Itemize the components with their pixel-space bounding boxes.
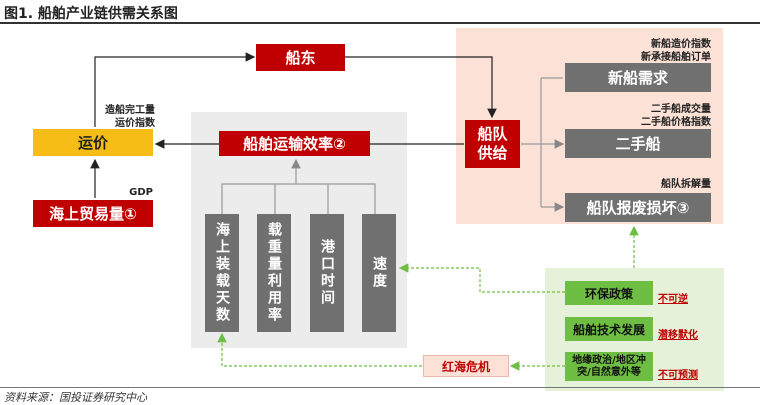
source-note: 资料来源：国投证券研究中心 xyxy=(4,391,147,404)
factor-port-time: 港口时间 xyxy=(310,214,344,332)
red-sea-crisis-box: 红海危机 xyxy=(423,355,509,377)
env-policy-box: 环保政策 xyxy=(565,281,653,305)
footer-rule xyxy=(0,387,760,388)
unpredictable-tag: 不可预测 xyxy=(658,370,698,381)
newbuild-note-line-1: 新船造价指数 xyxy=(651,39,711,50)
geopolitics-box: 地缘政治/地区冲突/自然意外等 xyxy=(565,352,653,381)
efficiency-box: 船舶运输效率② xyxy=(219,131,370,156)
second-hand-box: 二手船 xyxy=(565,129,711,158)
ship-tech-box: 船舶技术发展 xyxy=(565,317,653,341)
scrap-note: 船队拆解量 xyxy=(661,179,711,190)
shipowner-box: 船东 xyxy=(256,44,345,71)
factor-speed: 速度 xyxy=(362,214,396,332)
factor-dwt-utilization: 载重量利用率 xyxy=(257,214,291,332)
irreversible-tag: 不可逆 xyxy=(658,294,688,305)
newbuild-note-line-2: 新承接船舶订单 xyxy=(641,52,711,63)
second-hand-note-line-2: 二手船价格指数 xyxy=(641,117,711,128)
second-hand-note-line-1: 二手船成交量 xyxy=(651,104,711,115)
figure-title: 图1. 船舶产业链供需关系图 xyxy=(4,6,178,22)
newbuild-note: 新船造价指数 新承接船舶订单 xyxy=(615,38,711,64)
second-hand-note: 二手船成交量 二手船价格指数 xyxy=(615,103,711,129)
scrap-box: 船队报废损坏③ xyxy=(565,193,711,222)
gdp-note: GDP xyxy=(129,187,153,198)
fleet-supply-box: 船队 供给 xyxy=(465,120,520,168)
factor-loading-days: 海上装载天数 xyxy=(205,214,239,332)
freight-note-line-1: 造船完工量 xyxy=(105,105,155,116)
freight-box: 运价 xyxy=(33,129,153,156)
newbuild-demand-box: 新船需求 xyxy=(565,63,711,92)
gradual-tag: 潜移默化 xyxy=(658,330,698,341)
freight-note-line-2: 运价指数 xyxy=(115,118,155,129)
sea-trade-box: 海上贸易量① xyxy=(33,200,153,227)
title-rule xyxy=(0,22,760,24)
freight-note: 造船完工量 运价指数 xyxy=(95,104,155,130)
